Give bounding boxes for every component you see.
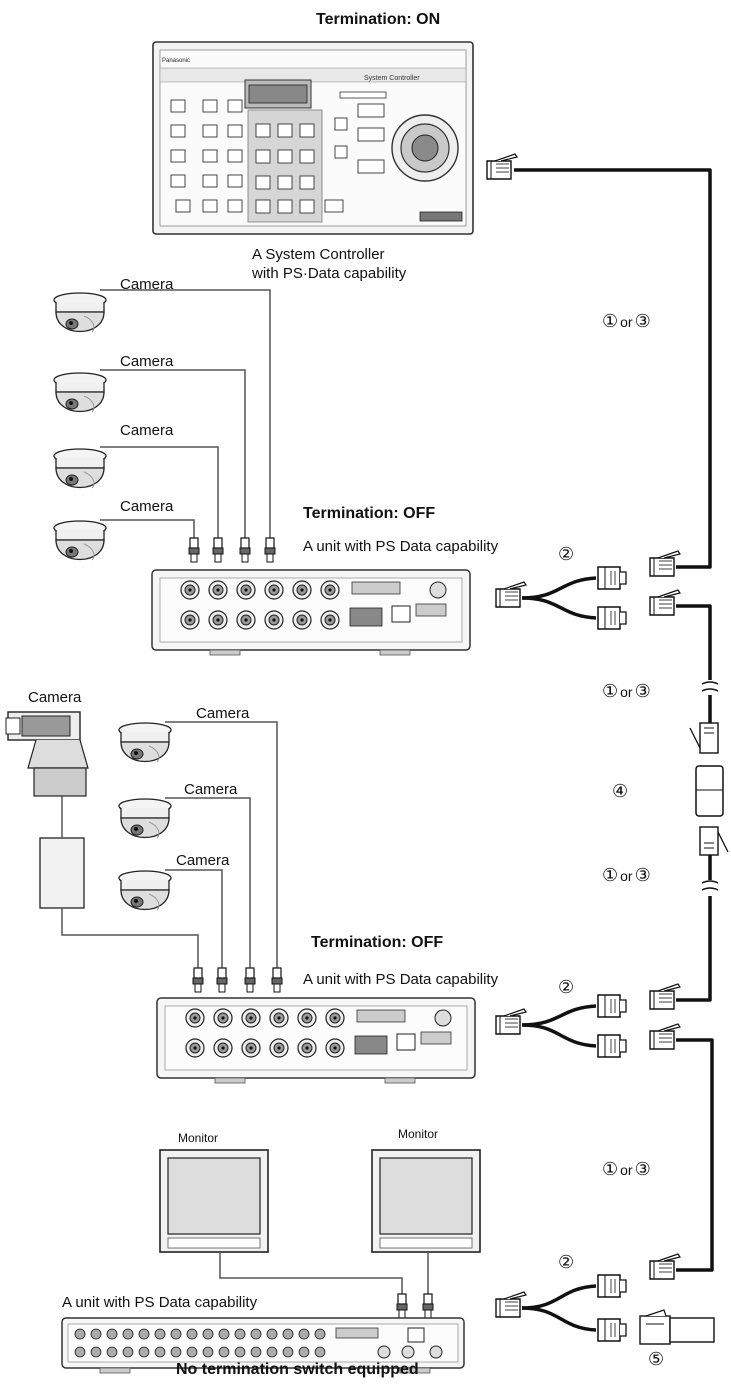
camera-label-5: Camera: [28, 689, 82, 706]
system-controller: [152, 41, 474, 235]
box-camera-with-housing: [5, 711, 89, 909]
monitor-right: [371, 1149, 481, 1253]
termination-off-label-1: Termination: OFF: [303, 505, 436, 522]
termination-on-label: Termination: ON: [316, 11, 441, 28]
unit-1: [151, 569, 471, 656]
camera-label-8: Camera: [176, 852, 230, 869]
cable-label-2-b: ②: [558, 977, 575, 997]
unit3-label: A unit with PS Data capability: [62, 1294, 258, 1311]
controller-label-line2: with PS·Data capability: [252, 265, 407, 282]
cable-label-5: ⑤: [648, 1349, 665, 1369]
controller-brand: Panasonic: [162, 58, 190, 64]
monitor-label-right: Monitor: [398, 1127, 439, 1141]
unit1-label: A unit with PS Data capability: [303, 538, 499, 555]
cables: [514, 168, 714, 1332]
camera-label-6: Camera: [196, 705, 250, 722]
controller-model: System Controller: [364, 75, 420, 82]
cable-label-2-c: ②: [558, 1252, 575, 1272]
cable-label-4: ④: [612, 781, 629, 801]
camera-label-2: Camera: [120, 353, 174, 370]
unit2-label: A unit with PS Data capability: [303, 971, 499, 988]
cable-label-2-a: ②: [558, 544, 575, 564]
monitor-label-left: Monitor: [178, 1131, 219, 1145]
camera-label-1: Camera: [120, 276, 174, 293]
monitor-wires: [219, 1252, 429, 1300]
camera-wires-1: [100, 289, 271, 540]
coupler-plugs: [689, 722, 729, 856]
camera-label-4: Camera: [120, 498, 174, 515]
termination-off-label-2: Termination: OFF: [311, 934, 444, 951]
terminator: [639, 1309, 715, 1345]
controller-label-line1: A System Controller: [252, 246, 385, 263]
camera-label-3: Camera: [120, 422, 174, 439]
monitor-left: [159, 1149, 269, 1253]
camera-wires-2: [61, 721, 278, 970]
camera-label-7: Camera: [184, 781, 238, 798]
no-termination-label: No termination switch equipped: [176, 1361, 419, 1378]
unit-2: [156, 997, 476, 1084]
unit-3: [61, 1317, 465, 1374]
